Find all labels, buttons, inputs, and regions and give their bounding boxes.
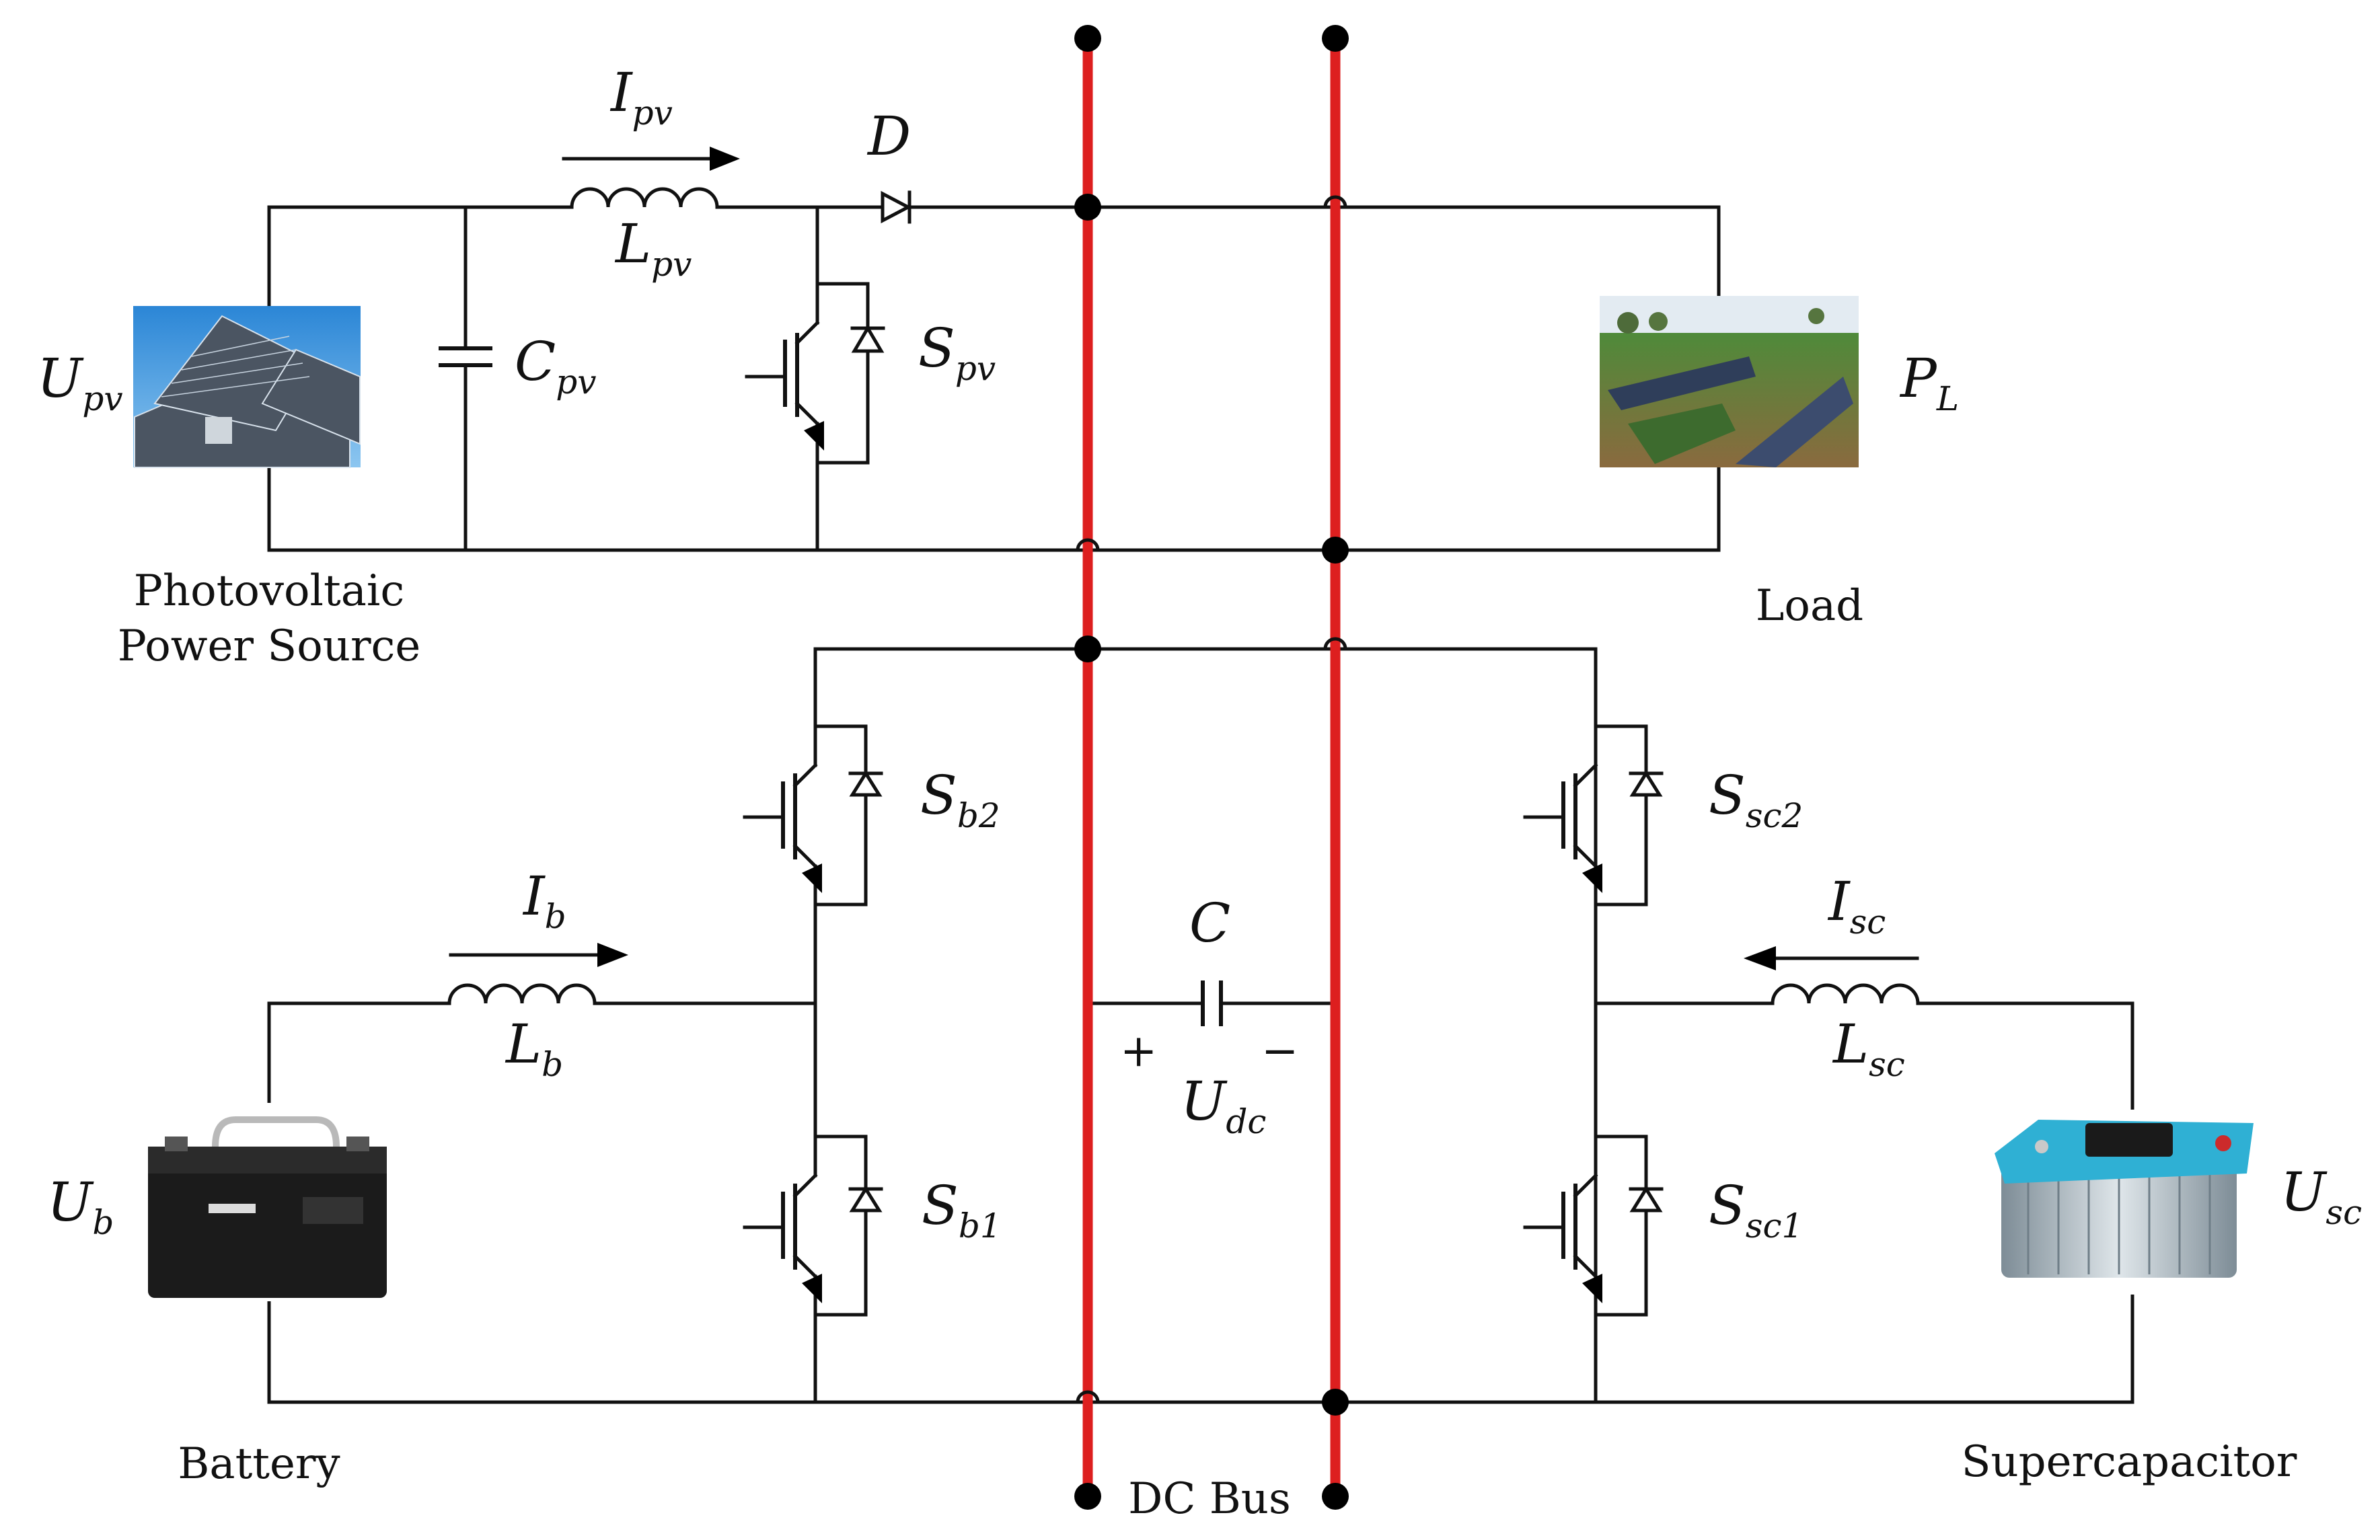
igbt-ssc1 (1523, 1134, 1664, 1317)
inductor-lpv (570, 187, 719, 209)
label-ssc2: Ssc2 (1709, 764, 1803, 835)
battery-image (141, 1103, 397, 1301)
label-spv: Spv (918, 317, 996, 388)
caption-pv-line2: Power Source (118, 621, 421, 671)
pv-branch (267, 147, 1721, 552)
component-labels: Ipv Lpv D Cpv Spv Upv PL Sb2 Sb1 Ib Lb U… (37, 61, 2362, 1245)
captions: Photovoltaic Power Source Load Battery S… (118, 566, 2297, 1524)
diode-d (881, 190, 912, 224)
label-isc: Isc (1827, 870, 1886, 941)
caption-battery: Battery (178, 1439, 340, 1489)
label-d: D (866, 105, 911, 167)
label-ipv: Ipv (609, 61, 673, 132)
label-sb1: Sb1 (922, 1174, 1002, 1245)
pv-panel-image (133, 306, 361, 468)
arrow-ipv (562, 147, 740, 171)
label-sb2: Sb2 (920, 764, 1000, 835)
capacitor-cpv (439, 205, 492, 552)
label-lb: Lb (505, 1013, 563, 1084)
capacitor-c (1086, 980, 1337, 1026)
igbt-spv (745, 205, 885, 552)
label-udc: Udc (1181, 1070, 1266, 1141)
load-field-image (1600, 296, 1859, 467)
inductor-lb (447, 983, 597, 1005)
label-ib: Ib (522, 865, 566, 936)
label-upv: Upv (37, 347, 123, 418)
igbt-sb1 (743, 1134, 883, 1404)
caption-supercapacitor: Supercapacitor (1962, 1437, 2297, 1487)
inductor-lsc (1771, 983, 1920, 1005)
igbt-sb2 (743, 647, 883, 1139)
label-minus: − (1261, 1025, 1298, 1077)
caption-dc-bus: DC Bus (1128, 1474, 1291, 1524)
label-ssc1: Ssc1 (1709, 1174, 1803, 1245)
igbt-ssc2 (1523, 724, 1664, 907)
supercapacitor-image (1991, 1110, 2260, 1295)
label-plus: + (1120, 1025, 1157, 1077)
label-usc: Usc (2280, 1161, 2362, 1232)
dc-bus (1074, 25, 1349, 1510)
battery-branch (267, 943, 2134, 1404)
label-cpv: Cpv (515, 330, 596, 401)
label-lpv: Lpv (614, 213, 692, 284)
caption-pv-line1: Photovoltaic (134, 566, 404, 616)
label-pl: PL (1899, 347, 1959, 418)
caption-load: Load (1756, 581, 1863, 631)
label-c: C (1189, 892, 1230, 954)
label-ub: Ub (47, 1171, 114, 1242)
label-lsc: Lsc (1832, 1013, 1905, 1084)
